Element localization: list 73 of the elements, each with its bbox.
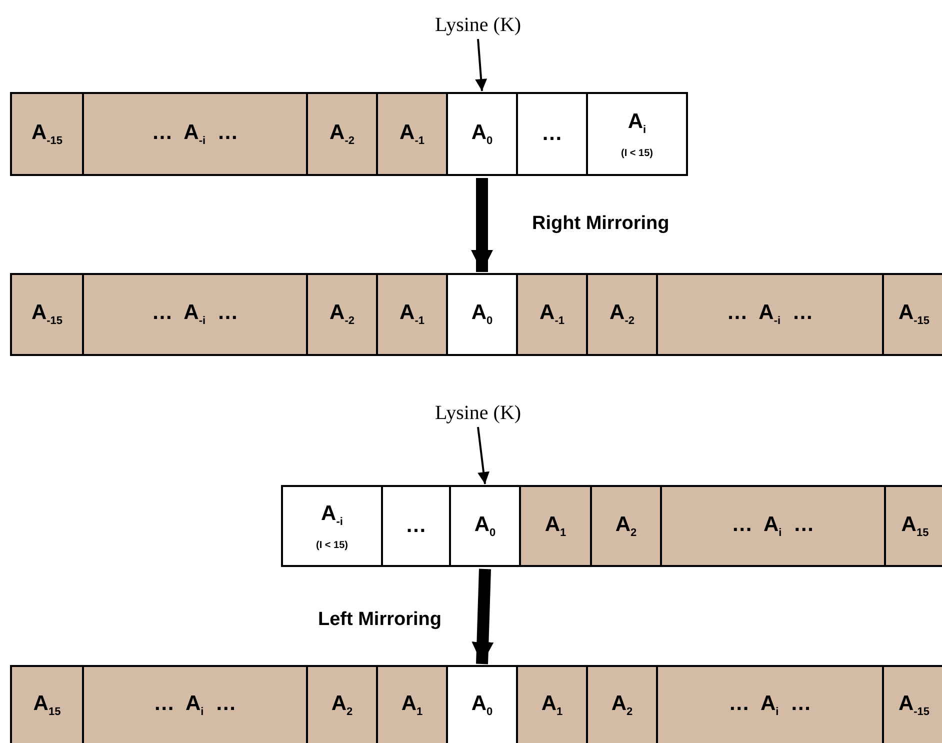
sequence-cell — [590, 485, 662, 567]
residue-symbol: … A$_{-i}$ … — [726, 300, 814, 329]
sequence-cell — [516, 665, 588, 743]
residue-symbol: A$_{-i}$ — [321, 501, 343, 530]
sequence-cell — [656, 273, 884, 356]
condition-note: (I < 15) — [621, 148, 653, 159]
residue-symbol: A$_{-1}$ — [540, 300, 564, 329]
residue-symbol: A$_{1}$ — [544, 512, 566, 540]
sequence-cell — [381, 485, 451, 567]
residue-symbol: A$_{1}$ — [401, 690, 423, 720]
sequence-cell — [586, 665, 658, 743]
sequence-cell — [516, 92, 588, 176]
condition-note: (I < 15) — [316, 540, 348, 551]
sequence-cell — [882, 665, 942, 743]
residue-symbol: … — [406, 513, 426, 539]
sequence-cell — [376, 92, 448, 176]
sequence-cell — [884, 485, 942, 567]
arrow — [475, 38, 488, 92]
block-arrow — [471, 178, 493, 272]
residue-symbol: A$_{15}$ — [33, 690, 61, 720]
residue-symbol: A$_{-1}$ — [400, 120, 424, 148]
residue-symbol: A$_{-2}$ — [610, 300, 634, 329]
residue-symbol: … A$_{i}$ … — [732, 512, 814, 540]
residue-symbol: A$_{0}$ — [471, 300, 493, 329]
sequence-cell — [10, 92, 84, 176]
residue-symbol: A$_{-15}$ — [31, 120, 63, 148]
sequence-cell — [882, 273, 942, 356]
sequence-cell — [82, 273, 308, 356]
edge-label: Left Mirroring — [318, 608, 442, 630]
residue-symbol: … A$_{-i}$ … — [152, 300, 238, 329]
sequence-cell — [376, 665, 448, 743]
residue-label: Lysine (K) — [434, 402, 522, 425]
residue-symbol: A$_{2}$ — [611, 690, 633, 720]
residue-symbol: A$_{2}$ — [615, 512, 637, 540]
residue-symbol: A$_{15}$ — [901, 512, 929, 540]
sequence-cell — [446, 92, 518, 176]
sequence-cell — [376, 273, 448, 356]
sequence-cell — [586, 273, 658, 356]
residue-symbol: A$_{-2}$ — [330, 300, 354, 329]
arrow — [477, 426, 490, 484]
sequence-cell — [656, 665, 884, 743]
residue-symbol: A$_{0}$ — [471, 120, 493, 148]
residue-symbol: A$_{-15}$ — [31, 300, 63, 329]
residue-symbol: A$_{0}$ — [471, 690, 493, 720]
sequence-cell — [10, 665, 84, 743]
block-arrow — [472, 568, 494, 664]
sequence-cell — [281, 485, 383, 567]
residue-symbol: … A$_{i}$ … — [154, 690, 236, 720]
residue-symbol: A$_{-15}$ — [898, 690, 930, 720]
residue-symbol: A$_{-2}$ — [330, 120, 354, 148]
sequence-cell — [82, 665, 308, 743]
residue-symbol: A$_{0}$ — [474, 512, 496, 540]
sequence-cell — [82, 92, 308, 176]
sequence-cell — [449, 485, 521, 567]
sequence-cell — [306, 273, 378, 356]
sequence-cell — [10, 273, 84, 356]
residue-symbol: … — [542, 121, 562, 147]
sequence-cell — [306, 665, 378, 743]
sequence-cell — [586, 92, 688, 176]
sequence-cell — [446, 273, 518, 356]
residue-symbol: A$_{2}$ — [331, 690, 353, 720]
residue-label: Lysine (K) — [434, 14, 522, 37]
residue-symbol: A$_{-15}$ — [898, 300, 930, 329]
sequence-cell — [306, 92, 378, 176]
sequence-cell — [519, 485, 592, 567]
residue-symbol: … A$_{-i}$ … — [152, 120, 238, 148]
sequence-cell — [660, 485, 886, 567]
residue-symbol: … A$_{i}$ … — [728, 690, 812, 720]
edge-label: Right Mirroring — [532, 213, 670, 235]
residue-symbol: A$_{i}$ — [628, 109, 646, 138]
residue-symbol: A$_{1}$ — [541, 690, 563, 720]
sequence-cell — [516, 273, 588, 356]
residue-symbol: A$_{-1}$ — [400, 300, 424, 329]
